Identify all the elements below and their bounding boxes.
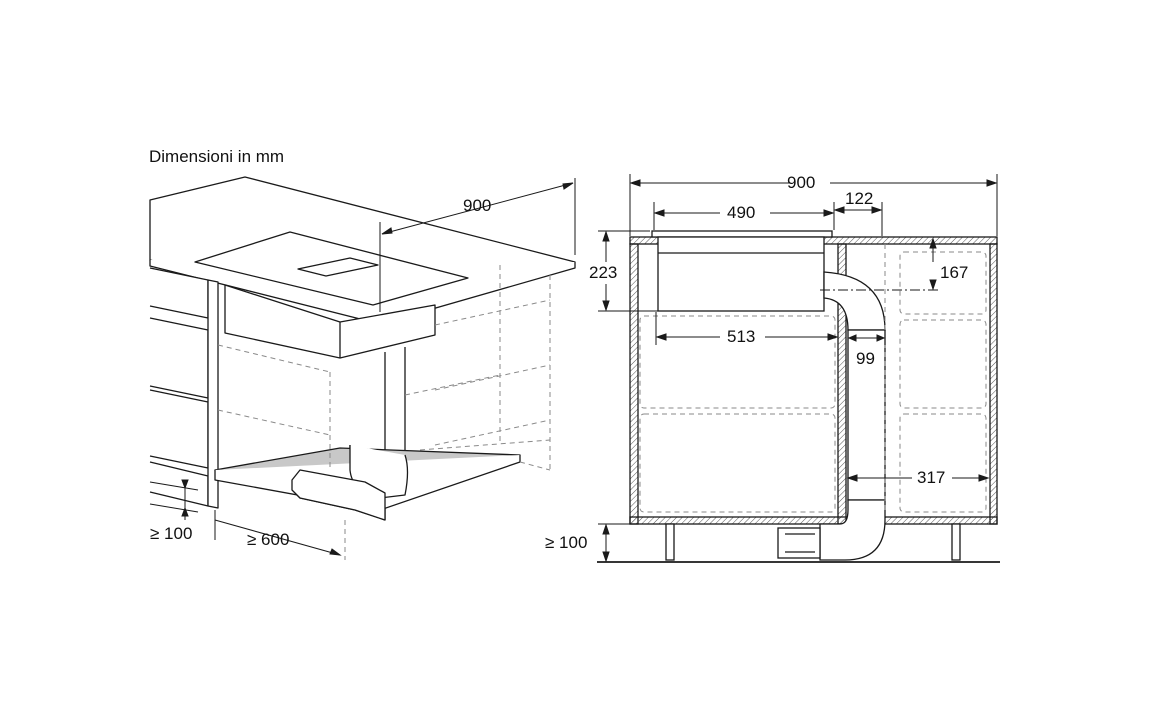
dim-depth-left: 513	[727, 327, 756, 346]
dim-duct-width: 99	[856, 349, 875, 368]
dim-total-width: 900	[787, 173, 816, 192]
hob-glass	[651, 230, 833, 238]
vertical-duct	[384, 347, 406, 455]
dim-offset-right: 122	[845, 189, 874, 208]
duct-vertical	[847, 329, 886, 501]
duct-lower-bend	[819, 499, 886, 561]
hob-unit	[657, 236, 825, 312]
dim-unit-height: 223	[589, 263, 618, 282]
dim-duct-height: 167	[940, 263, 969, 282]
dim-plinth-iso: ≥ 100	[150, 524, 193, 543]
cooktop-vent-slot	[297, 257, 379, 277]
dim-hob-width: 490	[727, 203, 756, 222]
cabinet-bottom	[629, 516, 998, 525]
duct-outlet	[777, 527, 821, 559]
dim-plinth-front: ≥ 100	[545, 533, 588, 552]
dim-duct-offset: 317	[917, 468, 946, 487]
duct-upper-bend	[823, 271, 886, 331]
dim-width-iso: 900	[463, 196, 492, 215]
dim-depth-iso: ≥ 600	[247, 530, 290, 549]
drawing-title: Dimensioni in mm	[149, 147, 285, 166]
